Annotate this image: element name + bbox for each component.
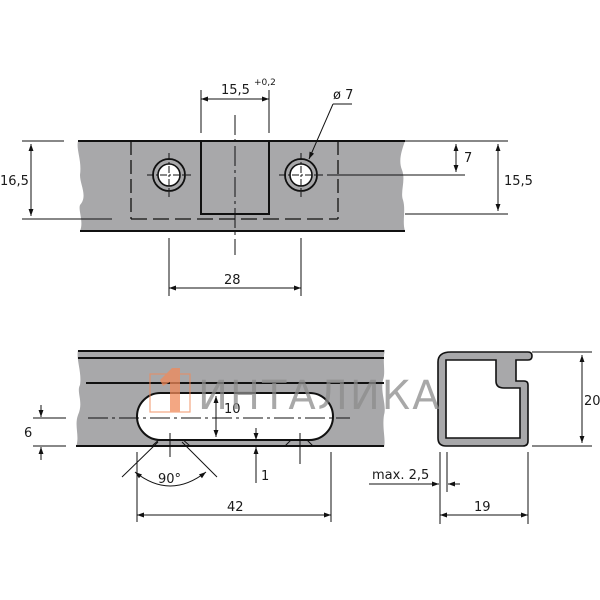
watermark-logo-icon [149,368,191,413]
dim-hole-diameter: ø 7 [333,88,353,103]
dim-wall-gap: 1 [261,469,269,484]
watermark: ИНТАЛИКА [149,368,442,419]
profile-outline [437,351,533,447]
dim-wall-thickness: max. 2,5 [372,468,429,483]
dim-slot-tolerance: +0,2 [254,78,276,88]
dim-slot-width: 15,5 [221,83,250,98]
watermark-text: ИНТАЛИКА [198,373,442,419]
dim-height-left: 16,5 [0,174,29,189]
dim-profile-width: 19 [474,500,491,515]
left-mounting-hole [147,153,191,197]
profile-section: 20 max. 2,5 19 [369,351,600,524]
right-mounting-hole [279,153,323,197]
top-view: 15,5 +0,2 ø 7 7 15,5 16,5 28 [0,78,533,296]
dim-slot-height: 10 [224,402,241,417]
dim-hole-offset: 7 [464,151,472,166]
dim-height-right: 15,5 [504,174,533,189]
dim-slot-length: 42 [227,500,244,515]
dim-slot-offset: 6 [24,426,32,441]
dim-hole-spacing: 28 [224,273,241,288]
oblong-slot [136,392,334,441]
dim-chamfer-angle: 90° [158,472,181,487]
dim-profile-height: 20 [584,394,600,409]
